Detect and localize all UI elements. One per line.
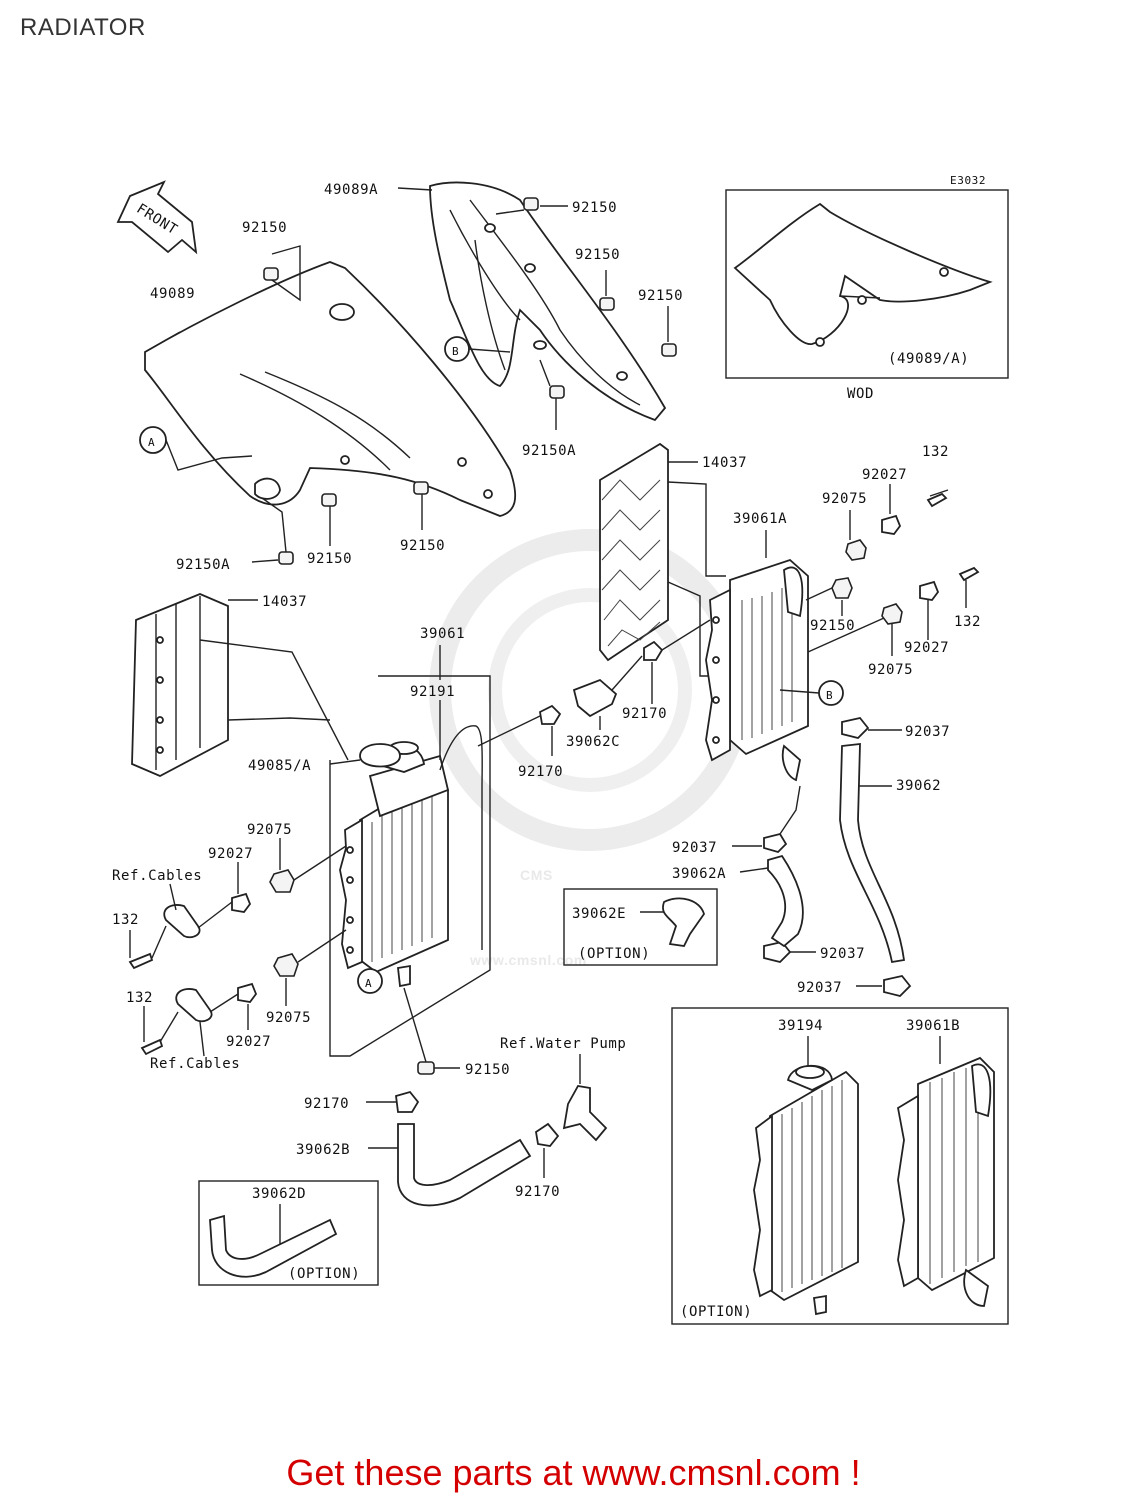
callout-92037-a: 92037 (905, 724, 950, 740)
footer-link[interactable]: Get these parts at www.cmsnl.com ! (286, 1452, 861, 1493)
watermark-logo: CMS (520, 867, 553, 883)
marker-b-2: B (826, 689, 833, 702)
callout-14037-a: 14037 (702, 455, 747, 471)
callout-92170-a: 92170 (518, 764, 563, 780)
option-box-39062D: 39062D (OPTION) (198, 1180, 379, 1286)
callout-92027-c: 92027 (208, 846, 253, 862)
watermark-url: www.cmsnl.com (469, 952, 587, 968)
callout-92075-b: 92075 (868, 662, 913, 678)
page-title: RADIATOR (20, 14, 146, 41)
callout-132-b: 132 (954, 614, 981, 630)
callout-92027-a: 92027 (862, 467, 907, 483)
ref-water-pump: Ref.Water Pump (500, 1036, 626, 1052)
callout-92150A-b: 92150A (522, 443, 576, 459)
callout-92037-c: 92037 (820, 946, 865, 962)
callout-92037-d: 92037 (797, 980, 842, 996)
radiator-cap-icon (359, 743, 401, 768)
ref-cables-top: Ref.Cables (112, 868, 202, 884)
callout-39062E: 39062E (572, 906, 626, 922)
marker-b-1: B (452, 345, 459, 358)
callout-49085A: 49085/A (248, 758, 311, 774)
cable-clamp-bottom (175, 988, 213, 1023)
option-label-d: (OPTION) (288, 1266, 360, 1282)
inset-caption: WOD (847, 386, 874, 402)
inset-wod: (49089/A) WOD (725, 189, 1009, 402)
callout-132-c: 132 (112, 912, 139, 928)
callout-39061B: 39061B (906, 1018, 960, 1034)
option-label-e: (OPTION) (578, 946, 650, 962)
inset-label: (49089/A) (888, 351, 969, 367)
callout-92027-d: 92027 (226, 1034, 271, 1050)
inset-shroud (733, 202, 993, 345)
callout-49089: 49089 (150, 286, 195, 302)
callout-92075-a: 92075 (822, 491, 867, 507)
callout-92150-b: 92150 (307, 551, 352, 567)
callout-39062B: 39062B (296, 1142, 350, 1158)
water-pump-fitting (562, 1085, 608, 1142)
callout-49089A: 49089A (324, 182, 378, 198)
option-box-39062E: 39062E (OPTION) (563, 888, 718, 966)
callout-132-d: 132 (126, 990, 153, 1006)
callout-92170-b: 92170 (622, 706, 667, 722)
callout-39061: 39061 (420, 626, 465, 642)
callout-39194: 39194 (778, 1018, 823, 1034)
callout-39061A: 39061A (733, 511, 787, 527)
callout-92150-g: 92150 (810, 618, 855, 634)
grille-14037-right (599, 442, 669, 662)
hose-39062B (397, 1123, 532, 1207)
callout-39062D: 39062D (252, 1186, 306, 1202)
hose-39062 (839, 742, 906, 964)
diagram-code: E3032 (950, 174, 986, 187)
radiator-39061A (705, 558, 809, 782)
callout-39062: 39062 (896, 778, 941, 794)
shroud-49089 (144, 261, 517, 517)
radiator-39061 (339, 741, 450, 988)
callout-39062A: 39062A (672, 866, 726, 882)
option-label-big: (OPTION) (680, 1304, 752, 1320)
hose-39062A (767, 854, 804, 948)
callout-92150A-a: 92150A (176, 557, 230, 573)
callout-92075-c: 92075 (247, 822, 292, 838)
callout-92170-d: 92170 (515, 1184, 560, 1200)
callout-92191: 92191 (410, 684, 455, 700)
marker-a-2: A (365, 977, 372, 990)
parts-diagram: CMS www.cmsnl.com FRONT E3032 (49089/A) … (112, 174, 1009, 1325)
callout-92075-d: 92075 (266, 1010, 311, 1026)
hose-39062C (572, 678, 618, 718)
callout-92150-d: 92150 (572, 200, 617, 216)
marker-a-1: A (148, 436, 155, 449)
callout-92037-b: 92037 (672, 840, 717, 856)
callout-92150-f: 92150 (638, 288, 683, 304)
callout-92150-e: 92150 (575, 247, 620, 263)
callout-14037-b: 14037 (262, 594, 307, 610)
callout-39062C: 39062C (566, 734, 620, 750)
callout-92150-h: 92150 (465, 1062, 510, 1078)
shroud-49089A (429, 181, 667, 422)
front-arrow-icon: FRONT (116, 180, 198, 255)
grille-14037-left (131, 593, 229, 777)
callout-92150-c: 92150 (400, 538, 445, 554)
callout-132-a: 132 (922, 444, 949, 460)
cable-clamp-top (163, 904, 201, 939)
callout-92027-b: 92027 (904, 640, 949, 656)
callout-92150-a: 92150 (242, 220, 287, 236)
option-box-large: 39194 39061B (OPTION) (671, 1007, 1009, 1325)
ref-cables-bottom: Ref.Cables (150, 1056, 240, 1072)
callout-92170-c: 92170 (304, 1096, 349, 1112)
